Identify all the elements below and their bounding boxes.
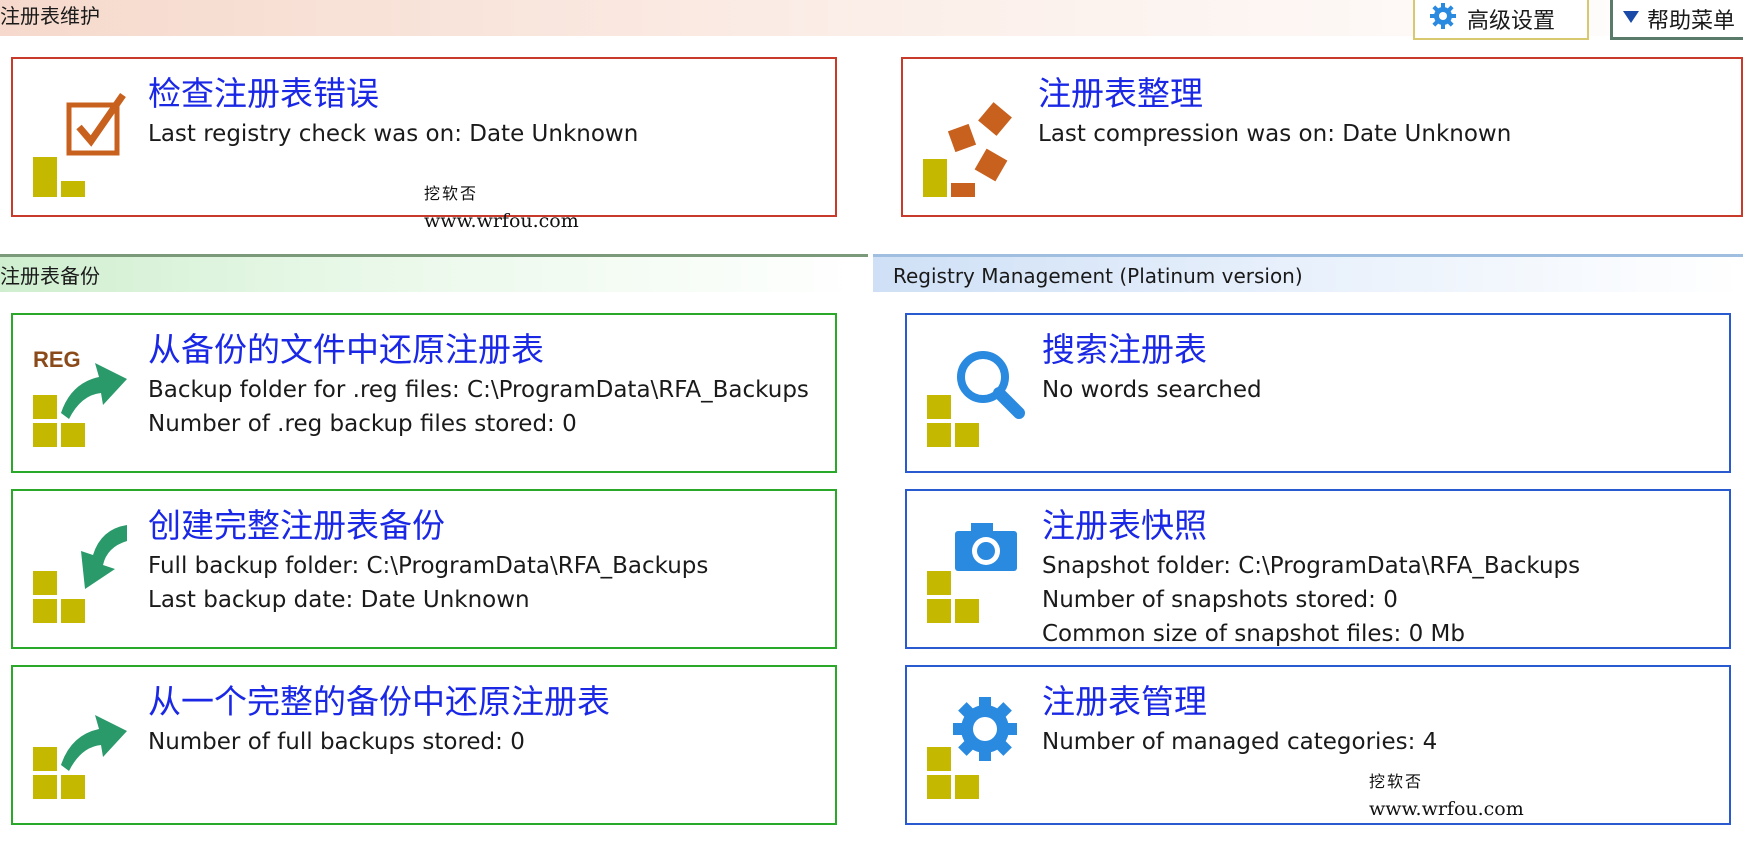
card-title: 注册表管理 — [1042, 682, 1207, 721]
card-title: 搜索注册表 — [1042, 330, 1207, 369]
watermark: 挖软否 www.wrfou.com — [1369, 768, 1524, 820]
search-icon — [927, 351, 1025, 447]
card-title: 注册表快照 — [1042, 506, 1207, 545]
card-line: Backup folder for .reg files: C:\Program… — [148, 377, 809, 403]
card-line: Common size of snapshot files: 0 Mb — [1042, 621, 1465, 647]
card-line: Last registry check was on: Date Unknown — [148, 121, 639, 147]
gear-icon — [1429, 2, 1457, 36]
card-title: 检查注册表错误 — [148, 74, 379, 113]
card-title: 从备份的文件中还原注册表 — [148, 330, 544, 369]
help-menu-button[interactable]: 帮助菜单 — [1610, 0, 1743, 40]
card-line: No words searched — [1042, 377, 1262, 403]
section-header-management: Registry Management (Platinum version) — [873, 254, 1743, 292]
card-create-full-backup[interactable]: 创建完整注册表备份 Full backup folder: C:\Program… — [11, 489, 837, 649]
card-line: Number of managed categories: 4 — [1042, 729, 1438, 755]
card-registry-snapshot[interactable]: 注册表快照 Snapshot folder: C:\ProgramData\RF… — [905, 489, 1731, 649]
card-line: Last compression was on: Date Unknown — [1038, 121, 1512, 147]
card-title: 创建完整注册表备份 — [148, 506, 445, 545]
checkbox-icon — [33, 93, 126, 197]
card-title: 注册表整理 — [1038, 74, 1203, 113]
card-line: Last backup date: Date Unknown — [148, 587, 530, 613]
watermark-line: 挖软否 — [1369, 772, 1424, 791]
card-line: Full backup folder: C:\ProgramData\RFA_B… — [148, 553, 709, 579]
restore-icon — [33, 715, 127, 799]
card-restore-full-backup[interactable]: 从一个完整的备份中还原注册表 Number of full backups st… — [11, 665, 837, 825]
watermark: 挖软否 www.wrfou.com — [424, 180, 579, 232]
watermark-line: www.wrfou.com — [424, 210, 579, 232]
card-line: Number of .reg backup files stored: 0 — [148, 411, 577, 437]
card-title: 从一个完整的备份中还原注册表 — [148, 682, 610, 721]
compress-icon — [923, 102, 1012, 197]
triangle-down-icon — [1621, 6, 1641, 31]
card-registry-management[interactable]: 注册表管理 Number of managed categories: 4 — [905, 665, 1731, 825]
advanced-settings-button[interactable]: 高级设置 — [1413, 0, 1589, 40]
card-compress-registry[interactable]: 注册表整理 Last compression was on: Date Unkn… — [901, 57, 1743, 217]
watermark-line: 挖软否 — [424, 184, 479, 203]
help-menu-label: 帮助菜单 — [1647, 8, 1736, 34]
card-search-registry[interactable]: 搜索注册表 No words searched — [905, 313, 1731, 473]
card-restore-reg-files[interactable]: REG 从备份的文件中还原注册表 Backup folder for .reg … — [11, 313, 837, 473]
camera-icon — [927, 523, 1017, 623]
card-line: Number of snapshots stored: 0 — [1042, 587, 1398, 613]
reg-restore-icon: REG — [33, 347, 127, 447]
advanced-settings-label: 高级设置 — [1467, 9, 1556, 34]
card-check-registry[interactable]: 检查注册表错误 Last registry check was on: Date… — [11, 57, 837, 217]
section-header-backup: 注册表备份 — [0, 254, 868, 292]
backup-icon — [33, 525, 127, 623]
watermark-line: www.wrfou.com — [1369, 798, 1524, 820]
card-line: Number of full backups stored: 0 — [148, 729, 525, 755]
card-line: Snapshot folder: C:\ProgramData\RFA_Back… — [1042, 553, 1581, 579]
gear-icon — [927, 697, 1017, 799]
svg-text:REG: REG — [33, 347, 81, 372]
